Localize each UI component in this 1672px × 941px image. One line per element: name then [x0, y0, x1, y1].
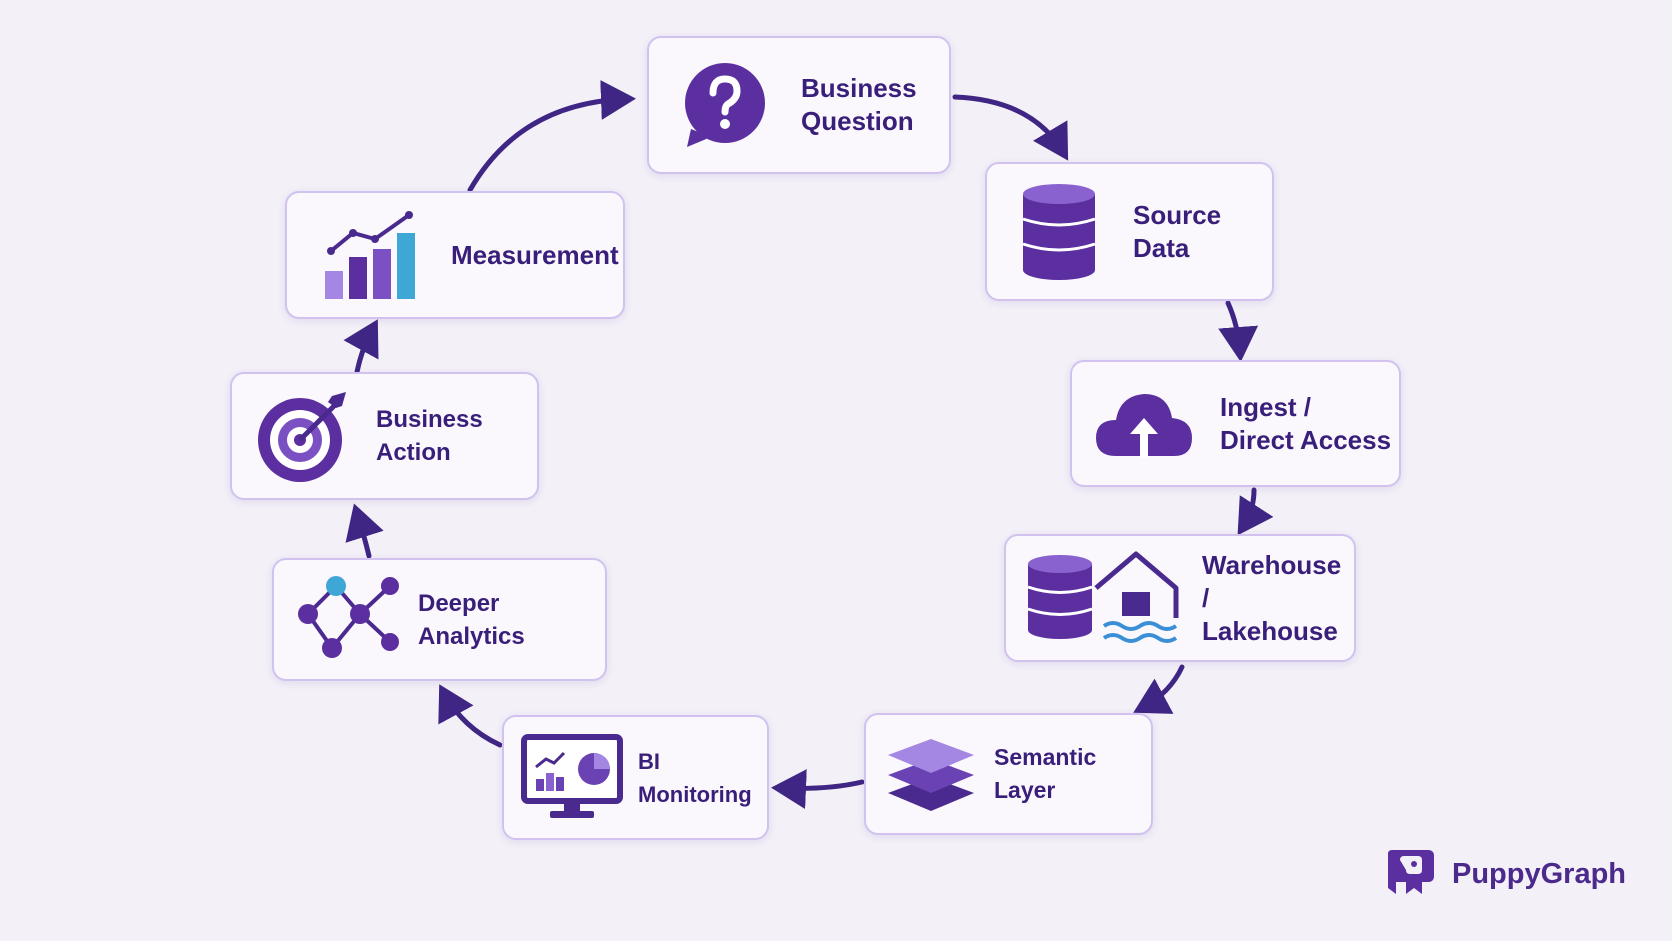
step-semantic-layer: Semantic Layer: [864, 713, 1153, 835]
step-bi-monitoring: BI Monitoring: [502, 715, 769, 840]
arrow-measurement-to-question: [467, 79, 636, 193]
arrow-source-to-ingest: [1218, 300, 1259, 362]
step-label: Business Question: [801, 73, 917, 136]
step-label: Business Action: [376, 406, 483, 466]
bar-chart-trend-icon: [323, 209, 423, 301]
arrow-analytics-to-action: [345, 503, 384, 559]
arrow-action-to-measurement: [343, 319, 379, 375]
question-bubble-icon: [677, 59, 769, 151]
step-measurement: Measurement: [285, 191, 625, 319]
arrow-warehouse-to-semantic: [1133, 664, 1185, 714]
arrow-bi-to-analytics: [438, 684, 503, 748]
step-ingest-direct-access: Ingest / Direct Access: [1070, 360, 1401, 487]
step-business-question: Business Question: [647, 36, 951, 174]
arrow-semantic-to-bi: [771, 769, 865, 810]
puppygraph-logo-icon: [1384, 848, 1436, 901]
step-label: Measurement: [451, 239, 619, 270]
step-label: Semantic Layer: [994, 744, 1097, 803]
step-warehouse-lakehouse: Warehouse / Lakehouse: [1004, 534, 1356, 662]
step-business-action: Business Action: [230, 372, 539, 500]
step-label: Source Data: [1133, 199, 1222, 263]
graph-network-icon: [294, 572, 404, 668]
arrow-ingest-to-warehouse: [1237, 487, 1274, 536]
brand-name: PuppyGraph: [1452, 858, 1627, 890]
step-source-data: Source Data: [985, 162, 1274, 301]
cloud-upload-icon: [1094, 386, 1194, 462]
step-label: Ingest / Direct Access: [1220, 391, 1392, 455]
step-label: BI Monitoring: [638, 748, 752, 807]
database-icon: [1019, 182, 1099, 282]
step-deeper-analytics: Deeper Analytics: [272, 558, 607, 681]
brand: PuppyGraph: [1384, 848, 1626, 901]
warehouse-lakehouse-icon: [1024, 548, 1184, 648]
target-icon: [256, 388, 352, 484]
layers-icon: [886, 731, 976, 817]
step-label: Deeper Analytics: [418, 589, 525, 650]
monitor-dashboard-icon: [520, 733, 624, 823]
arrow-question-to-source: [952, 94, 1069, 161]
step-label: Warehouse / Lakehouse: [1202, 549, 1342, 646]
